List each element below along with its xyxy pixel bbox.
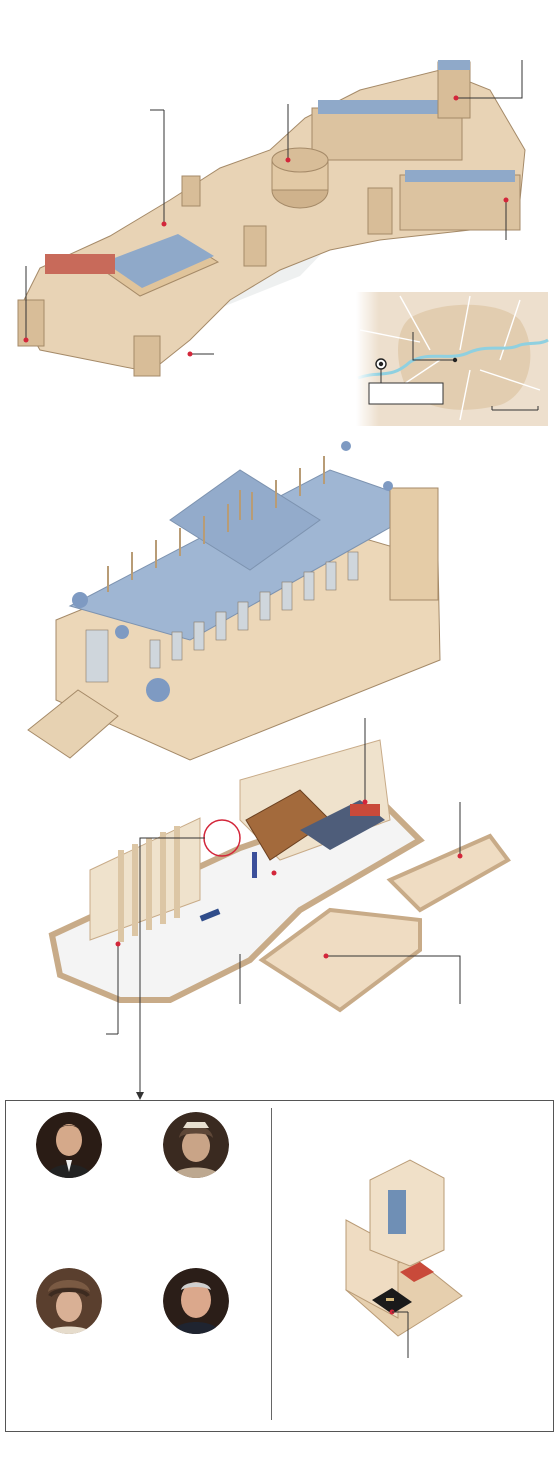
wall-tower xyxy=(243,225,267,267)
castle-illustration xyxy=(17,60,526,377)
east-chapel-arches xyxy=(386,833,511,913)
portrait-woman-tiara xyxy=(163,1112,229,1178)
chapel-transept-roof xyxy=(169,469,321,571)
chapel-miniature-roof xyxy=(104,234,214,288)
east-tower-roof xyxy=(438,60,470,70)
curfew-tower xyxy=(17,299,45,347)
map-leader-line xyxy=(412,332,455,361)
marker-dot xyxy=(453,95,459,101)
turret-dome xyxy=(115,625,129,639)
marker-dot xyxy=(187,351,193,357)
east-tower xyxy=(437,61,471,119)
map-windsor-marker-dot xyxy=(378,361,384,367)
altar xyxy=(350,804,380,816)
panel-divider xyxy=(271,1108,272,1420)
chapel-cutaway-illustration xyxy=(48,718,511,1100)
wall-tower xyxy=(133,335,161,377)
locator-map xyxy=(356,292,549,426)
marker-dot xyxy=(285,157,291,163)
arrow-head xyxy=(136,1092,144,1100)
turret-dome xyxy=(146,678,170,702)
chapel-pinnacles xyxy=(107,456,325,592)
marker-dot xyxy=(271,870,277,876)
blue-column xyxy=(252,852,257,878)
vault-inscription xyxy=(386,1298,394,1301)
turret-dome xyxy=(72,592,88,608)
memorial-slab xyxy=(199,908,221,922)
map-london-dot xyxy=(452,357,458,363)
marker-dot xyxy=(23,337,29,343)
chapel-west-steps xyxy=(27,689,119,759)
vault-window xyxy=(388,1190,406,1234)
cutaway-annex xyxy=(258,907,422,1013)
state-apartments xyxy=(311,107,463,161)
state-apartments-roof xyxy=(318,100,458,114)
marker-dot xyxy=(115,941,121,947)
round-tower-top xyxy=(271,147,329,173)
chapel-exterior-illustration xyxy=(27,441,441,761)
vault-wall-back xyxy=(369,1159,445,1267)
south-wing-roof xyxy=(405,170,515,182)
portrait-elderly-man xyxy=(163,1268,229,1334)
leader-line xyxy=(326,955,461,1004)
marker-dot xyxy=(503,197,509,203)
map-label-box xyxy=(368,382,444,405)
marker-dot xyxy=(323,953,329,959)
vault-floor-red xyxy=(400,1262,434,1282)
portrait-man-suit xyxy=(36,1112,102,1178)
turret-dome xyxy=(341,441,351,451)
leader-line xyxy=(139,837,205,1094)
leader-line xyxy=(458,60,523,99)
south-wing xyxy=(399,174,521,231)
marker-dot xyxy=(362,799,368,805)
nave-pillars xyxy=(118,826,180,942)
marker-dot xyxy=(161,221,167,227)
marker-dot xyxy=(457,853,463,859)
chapel-windows xyxy=(85,551,359,683)
chapel-east-end xyxy=(389,487,439,601)
turret-dome xyxy=(383,481,393,491)
red-roof-houses xyxy=(45,254,115,274)
wall-tower xyxy=(181,175,201,207)
wall-tower xyxy=(367,187,393,235)
